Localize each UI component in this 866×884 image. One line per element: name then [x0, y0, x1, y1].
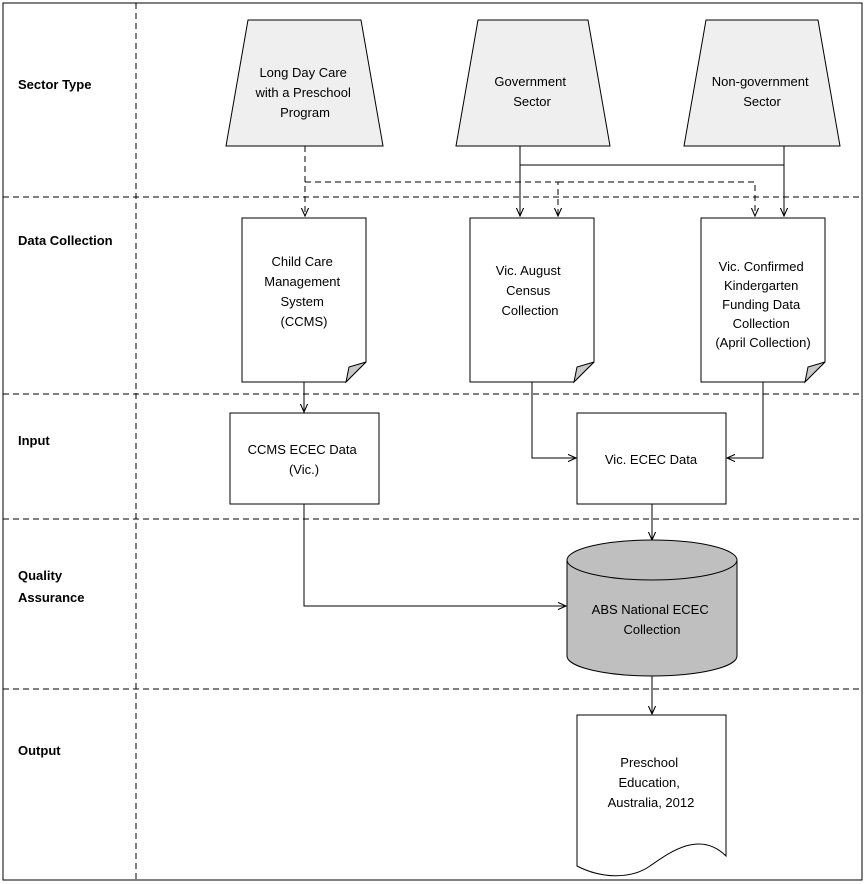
- vic-confirmed-document-label: Vic. Confirmed Kindergarten Funding Data…: [715, 259, 810, 350]
- lane-label-output: Output: [18, 743, 61, 758]
- long-day-care-sector-shape: [225, 19, 384, 147]
- ccms-ecec-data-label: CCMS ECEC Data (Vic.): [248, 442, 361, 477]
- vic-ecec-data-label: Vic. ECEC Data: [605, 452, 698, 467]
- abs-national-database-top: [566, 539, 738, 581]
- lane-label-sector-type: Sector Type: [18, 77, 91, 92]
- vic-confirmed-document-fold: [804, 361, 826, 384]
- dashed-connector-ldc-to-vic-confirmed: [558, 181, 755, 216]
- non-government-sector-label: Non-government Sector: [712, 74, 812, 109]
- non-government-sector-shape: [683, 19, 841, 147]
- connector-vic-august-to-vic-ecec: [531, 382, 576, 458]
- lane-label-input: Input: [18, 433, 50, 448]
- preschool-output-label: Preschool Education, Australia, 2012: [608, 755, 695, 810]
- ccms-document-label: Child Care Management System (CCMS): [264, 254, 344, 329]
- government-sector-label: Government Sector: [494, 74, 569, 109]
- abs-national-database-label: ABS National ECEC Collection: [592, 602, 713, 637]
- vic-august-document-label: Vic. August Census Collection: [496, 263, 564, 318]
- connector-ccms-ecec-to-abs: [303, 504, 566, 606]
- ccms-ecec-data-box: [229, 412, 380, 505]
- connector-vic-confirmed-to-vic-ecec: [727, 382, 764, 458]
- vic-august-document-fold: [573, 361, 595, 384]
- abs-national-database-body: [566, 560, 738, 677]
- long-day-care-sector-label: Long Day Care with a Preschool Program: [254, 65, 354, 120]
- vic-august-document-shape: [469, 217, 595, 383]
- vic-ecec-data-box: [576, 412, 727, 505]
- lane-label-data-collection: Data Collection: [18, 233, 113, 248]
- government-sector-shape: [455, 19, 611, 147]
- ccms-document-fold: [345, 361, 367, 384]
- preschool-output-document: [576, 714, 727, 877]
